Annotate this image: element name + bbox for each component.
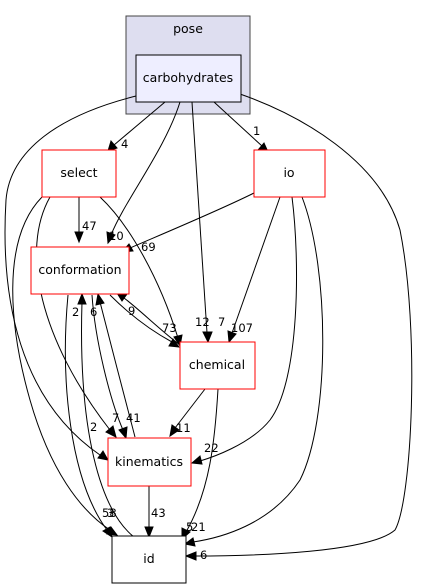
edge-label[interactable]: 2 xyxy=(72,305,79,319)
edge-label[interactable]: 6 xyxy=(200,548,207,562)
node-kinematics[interactable]: kinematics xyxy=(107,437,192,487)
edge-arrow xyxy=(184,551,197,561)
edge-label[interactable]: 9 xyxy=(128,304,135,318)
edge-arrow xyxy=(102,526,113,539)
edge-carbohydrates-select xyxy=(113,101,166,146)
edge-select-chemical xyxy=(99,196,179,339)
edge-label[interactable]: 7 xyxy=(112,411,119,425)
edge-arrow xyxy=(95,292,105,306)
edge-label[interactable]: 6 xyxy=(90,305,97,319)
edge-arrow xyxy=(105,425,117,438)
edge-label[interactable]: 47 xyxy=(82,219,97,233)
edge-arrow xyxy=(106,231,116,245)
edge-carbohydrates-io xyxy=(213,101,263,147)
edge-label[interactable]: 21 xyxy=(191,520,206,534)
edge-label[interactable]: 10 xyxy=(109,229,124,243)
edge-io-kinematics xyxy=(199,196,297,462)
edge-io-id xyxy=(192,196,324,543)
edge-arrow xyxy=(74,231,84,244)
edge-label[interactable]: 2 xyxy=(90,420,97,434)
edge-arrow xyxy=(118,426,128,440)
edge-chemical-conformation xyxy=(123,297,181,346)
edge-arrow xyxy=(227,330,237,344)
edge-arrow xyxy=(144,526,154,539)
edge-arrow xyxy=(97,450,109,461)
edge-carbohydrates-conformation xyxy=(110,101,181,236)
edge-label[interactable]: 5 xyxy=(186,520,193,534)
edge-id-conformation xyxy=(81,301,135,538)
edge-carbohydrates-id xyxy=(193,93,413,557)
edge-label[interactable]: 41 xyxy=(126,411,141,425)
edge-conformation-id xyxy=(64,294,108,531)
node-label: id xyxy=(143,551,154,566)
edge-label[interactable]: 12 xyxy=(195,315,210,329)
edge-label[interactable]: 69 xyxy=(141,240,156,254)
edge-label[interactable]: 7 xyxy=(218,315,225,329)
node-label: io xyxy=(283,165,294,180)
edge-arrow xyxy=(169,424,180,438)
edge-arrow xyxy=(168,338,181,348)
edge-arrow xyxy=(77,292,87,305)
edge-chemical-id xyxy=(185,388,219,533)
edge-kinematics-conformation xyxy=(99,301,136,438)
edge-carbohydrates-kinematics xyxy=(4,95,137,456)
node-label: select xyxy=(60,165,97,180)
edge-label[interactable]: 73 xyxy=(162,321,177,335)
edge-label[interactable]: 4 xyxy=(121,137,128,151)
node-chemical[interactable]: chemical xyxy=(179,341,256,390)
node-label: carbohydrates xyxy=(143,70,233,85)
edge-label[interactable]: 11 xyxy=(176,421,191,435)
edge-label[interactable]: 43 xyxy=(151,506,166,520)
edge-io-chemical xyxy=(231,196,281,334)
edge-conformation-kinematics xyxy=(91,294,124,431)
node-label: kinematics xyxy=(115,454,183,469)
edge-arrow xyxy=(183,537,196,547)
edge-conformation-chemical xyxy=(109,294,173,343)
node-select[interactable]: select xyxy=(41,149,117,198)
edge-labels: 1 4 10 12 6 47 73 7 58 69 107 21 7 41 3 … xyxy=(72,124,260,562)
edge-select-id xyxy=(12,196,111,531)
cluster-label: pose xyxy=(173,21,203,36)
edge-label[interactable]: 22 xyxy=(204,441,219,455)
node-carbohydrates[interactable]: carbohydrates xyxy=(135,54,242,103)
edge-chemical-kinematics xyxy=(174,388,206,429)
edge-label[interactable]: 3 xyxy=(107,506,114,520)
node-id[interactable]: id xyxy=(111,535,187,584)
node-label: chemical xyxy=(189,357,245,372)
edge-label[interactable]: 1 xyxy=(253,124,260,138)
node-label: conformation xyxy=(38,262,121,277)
edge-label[interactable]: 107 xyxy=(231,321,253,335)
edge-io-conformation xyxy=(129,192,255,249)
edge-arrow xyxy=(190,455,203,465)
edge-arrow xyxy=(202,331,213,344)
node-io[interactable]: io xyxy=(253,149,326,198)
edge-label[interactable]: 58 xyxy=(102,506,117,520)
node-conformation[interactable]: conformation xyxy=(30,246,130,295)
edge-select-kinematics xyxy=(36,196,111,431)
